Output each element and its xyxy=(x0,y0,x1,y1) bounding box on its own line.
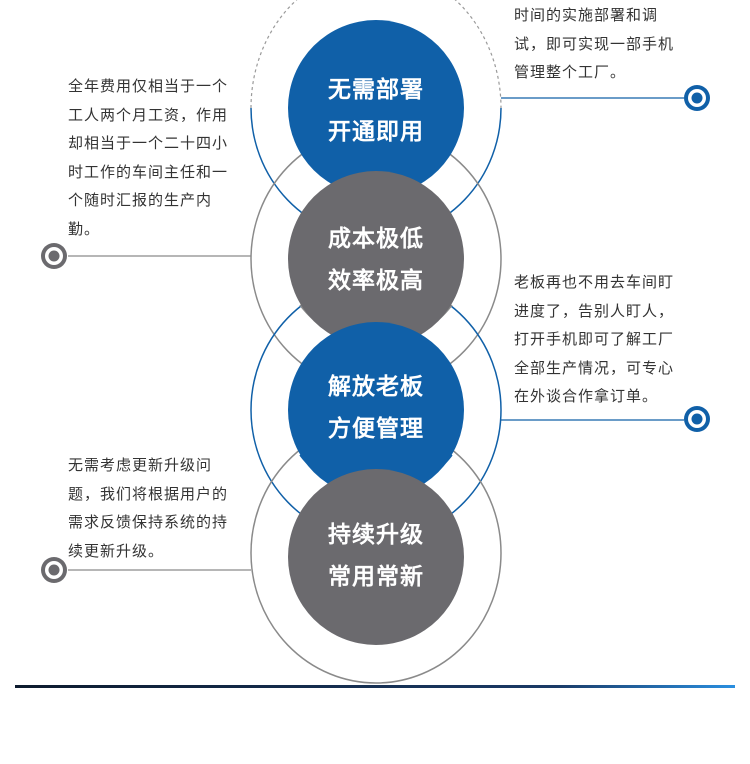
bullet-marker-1 xyxy=(684,85,710,111)
bullet-marker-4 xyxy=(41,557,67,583)
ring-1-dashed-arc xyxy=(250,0,502,109)
circle-1 xyxy=(288,20,464,196)
description-1: 时间的实施部署和调 试，即可实现一部手机 管理整个工厂。 xyxy=(514,6,675,81)
bullet-marker-3 xyxy=(684,406,710,432)
circle-3-title: 解放老板 方便管理 xyxy=(276,366,476,450)
circle-4-line1: 持续升级 xyxy=(328,522,424,548)
circle-2 xyxy=(288,171,464,347)
circle-2-line2: 效率极高 xyxy=(328,268,424,294)
circle-4 xyxy=(288,469,464,645)
circle-3-line2: 方便管理 xyxy=(328,416,424,442)
description-2: 全年费用仅相当于一个 工人两个月工资，作用 却相当于一个二十四小 时工作的车间主… xyxy=(68,77,229,238)
circle-2-line1: 成本极低 xyxy=(328,226,424,252)
circle-1-title: 无需部署 开通即用 xyxy=(276,69,476,153)
circle-3-line1: 解放老板 xyxy=(328,374,424,400)
circle-3 xyxy=(288,322,464,498)
circle-4-line2: 常用常新 xyxy=(328,564,424,590)
description-4: 无需考虑更新升级问 题，我们将根据用户的 需求反馈保持系统的持 续更新升级。 xyxy=(68,456,229,560)
bottom-divider xyxy=(15,685,735,688)
circle-2-title: 成本极低 效率极高 xyxy=(276,218,476,302)
circle-1-line2: 开通即用 xyxy=(328,119,424,145)
circle-4-title: 持续升级 常用常新 xyxy=(276,514,476,598)
bullet-marker-2 xyxy=(41,243,67,269)
description-3: 老板再也不用去车间盯 进度了，告别人盯人， 打开手机即可了解工厂 全部生产情况，… xyxy=(514,273,675,405)
circle-1-line1: 无需部署 xyxy=(328,77,424,103)
